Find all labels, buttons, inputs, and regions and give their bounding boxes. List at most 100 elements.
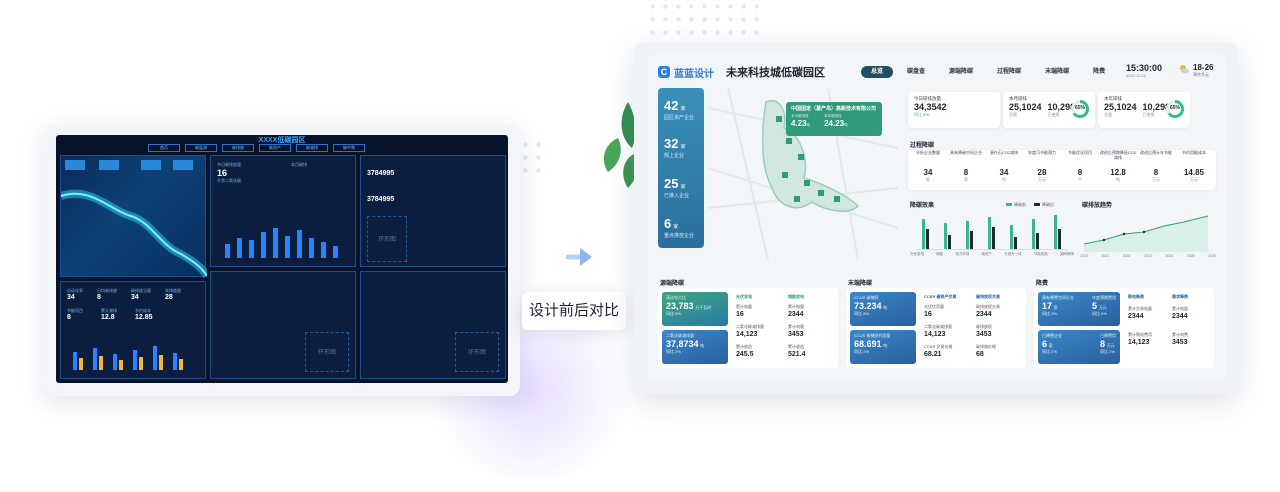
- clock: 15:30:00: [1126, 63, 1163, 73]
- old-kpi-panel: 今日碳排放量 16 千克二氧化碳 本月碳排: [210, 155, 356, 267]
- old-tab[interactable]: 碳减排: [296, 144, 328, 152]
- old-today: 今日碳排放量 16 千克二氧化碳: [217, 162, 241, 183]
- logo-icon: C: [658, 66, 670, 78]
- col-title: 购电降费: [1128, 294, 1144, 299]
- fee-title: 降费: [1036, 281, 1049, 287]
- metric-cell: 二氧化碳减排量 37,8734 吨 同比 2%: [662, 330, 728, 364]
- old-stat-2: 3784995: [367, 196, 395, 203]
- col-title: 储能放电: [788, 294, 804, 299]
- old-tab[interactable]: 碳资产: [259, 144, 291, 152]
- dot-pattern: [646, 0, 762, 36]
- effect-bar-chart: [916, 214, 1068, 250]
- date: 2023.11.22: [1126, 73, 1146, 78]
- nav-fee[interactable]: 降费: [1093, 69, 1106, 75]
- brand-name: 蓝蓝设计: [674, 68, 714, 80]
- kpi-today: 今日碳排放量 34,3542 同比 8%: [908, 92, 1000, 128]
- nav-overview[interactable]: 总览: [861, 66, 894, 78]
- top-nav: 总览 碳盘查 源端降碳 过程降碳 末端降碳 降费: [861, 66, 1115, 78]
- old-right-bottom-panel: 环形图: [360, 271, 506, 379]
- weather-icon: [1180, 65, 1189, 74]
- old-map: [59, 155, 211, 279]
- arrow-right-icon: [566, 248, 592, 266]
- compare-label: 设计前后对比: [522, 292, 626, 330]
- process-title: 过程降碳: [910, 143, 935, 149]
- nav-end[interactable]: 末端降碳: [1045, 69, 1070, 75]
- usage-gauge: 65%: [1166, 100, 1184, 118]
- old-right-panel: 3784995 3784995 环形图: [360, 155, 506, 267]
- old-tab[interactable]: 碳中和: [333, 144, 365, 152]
- nav-source[interactable]: 源端降碳: [949, 69, 974, 75]
- header: C 蓝蓝设计 未来科技城低碳园区: [658, 64, 825, 80]
- metric-cell: 清洁电占比 23,783 万千瓦时 同比 8%: [662, 292, 728, 326]
- nav-process[interactable]: 过程降碳: [997, 69, 1022, 75]
- end-title: 末端降碳: [848, 281, 873, 287]
- nav-carbon-audit[interactable]: 碳盘查: [907, 69, 926, 75]
- old-month-title: 本月碳排: [291, 162, 307, 167]
- old-placeholder: 环形图: [367, 216, 407, 262]
- legend: 降碳前 降碳后: [1006, 202, 1054, 208]
- usage-gauge: 65%: [1071, 100, 1089, 118]
- metric-cell: CCUS 碳捕捉 73.234 吨 同比 8%: [850, 292, 916, 326]
- old-title: XXXX低碳园区: [258, 137, 306, 144]
- river-map-icon: [59, 160, 211, 279]
- temperature: 18-26: [1193, 63, 1214, 72]
- old-stat-1: 3784995: [367, 170, 395, 177]
- effect-title: 降碳效果: [910, 203, 935, 209]
- old-mid-bottom-panel: 环形图: [210, 271, 356, 379]
- col-title: 碳排放权交易: [976, 294, 1000, 299]
- col-title: 光伏发电: [736, 294, 752, 299]
- old-placeholder: 环形图: [305, 332, 349, 372]
- source-section: 清洁电占比 23,783 万千瓦时 同比 8% 二氧化碳减排量 37,8734 …: [658, 288, 838, 368]
- old-tab[interactable]: 首页: [148, 144, 180, 152]
- page-title: 未来科技城低碳园区: [726, 67, 825, 79]
- after-dashboard: C 蓝蓝设计 未来科技城低碳园区 总览 碳盘查 源端降碳 过程降碳 末端降碳 降…: [648, 54, 1226, 380]
- old-tab[interactable]: 碳排放: [222, 144, 254, 152]
- old-blue-bars: [221, 212, 345, 258]
- end-section: CCUS 碳捕捉 73.234 吨 同比 8% CCUS 碳捕捉利用量 68.6…: [846, 288, 1026, 368]
- col-title: 需求降费: [1172, 294, 1188, 299]
- trend-area-chart: [1083, 215, 1209, 252]
- old-tabs: 首页 碳监测 碳排放 碳资产 碳减排 碳中和: [148, 144, 365, 152]
- old-placeholder: 环形图: [455, 332, 499, 372]
- old-tab[interactable]: 碳监测: [185, 144, 217, 152]
